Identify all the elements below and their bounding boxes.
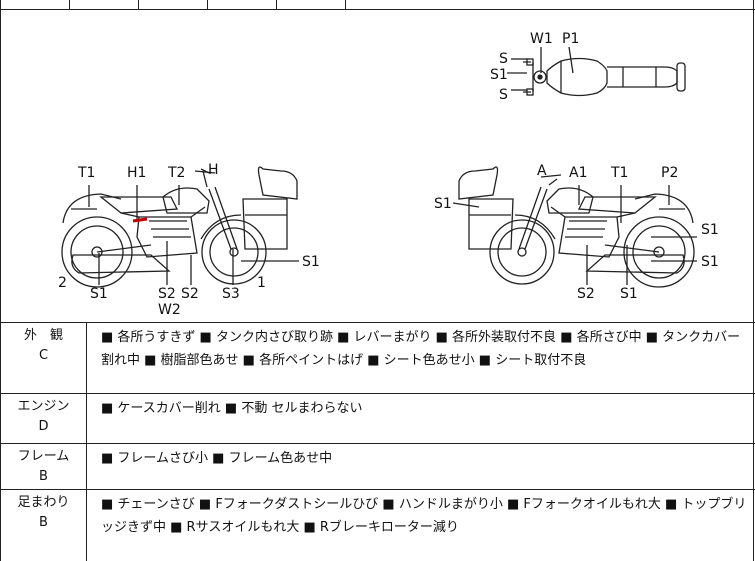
motorcycle-diagram: W1 P1 S S1 S T1 H1 T2 H 2 S1 S2 S2 S3 1 … xyxy=(1,9,755,322)
section-category: エンジン D xyxy=(1,394,87,443)
label-left-2: 2 xyxy=(58,275,67,291)
section-name: 足まわり xyxy=(17,495,70,510)
section-notes: ■ 各所うすきず ■ タンク内さび取り跡 ■ レバーまがり ■ 各所外装取付不良… xyxy=(101,330,741,368)
section-row-frame: フレーム B ■ フレームさび小 ■ フレーム色あせ中 xyxy=(1,443,755,489)
label-left-s3: S3 xyxy=(222,286,240,302)
section-row-suspension: 足まわり B ■ チェーンさび ■ Fフォークダストシールひび ■ ハンドルまが… xyxy=(1,489,755,561)
label-left-s2-a: S2 xyxy=(158,286,176,302)
label-right-s1-bottom: S1 xyxy=(620,286,638,302)
label-top-s-upper: S xyxy=(499,51,508,67)
section-grade: B xyxy=(39,469,48,484)
label-right-s1-upper: S1 xyxy=(701,222,719,238)
label-right-s1-left: S1 xyxy=(434,196,452,212)
section-notes: ■ フレームさび小 ■ フレーム色あせ中 xyxy=(101,451,333,466)
label-left-h: H xyxy=(208,162,219,178)
label-right-t1: T1 xyxy=(610,165,628,181)
section-category: 外 観 C xyxy=(1,323,87,393)
label-right-a1: A1 xyxy=(569,165,587,181)
label-left-t2: T2 xyxy=(167,165,185,181)
section-grade: B xyxy=(39,515,48,530)
section-notes: ■ チェーンさび ■ Fフォークダストシールひび ■ ハンドルまがり小 ■ Fフ… xyxy=(101,497,747,535)
right-side-bike xyxy=(458,166,695,288)
label-left-t1: T1 xyxy=(77,165,95,181)
section-row-exterior: 外 観 C ■ 各所うすきず ■ タンク内さび取り跡 ■ レバーまがり ■ 各所… xyxy=(1,322,755,393)
label-top-s-lower: S xyxy=(499,87,508,103)
top-view-bike xyxy=(523,57,686,97)
left-side-bike xyxy=(61,166,298,288)
section-grade: D xyxy=(38,419,49,434)
section-category: フレーム B xyxy=(1,444,87,489)
section-name: 外 観 xyxy=(23,328,63,343)
label-left-s1-bottom: S1 xyxy=(90,286,108,302)
label-left-w2: W2 xyxy=(158,302,181,318)
section-category: 足まわり B xyxy=(1,490,87,561)
label-left-h1: H1 xyxy=(127,165,146,181)
motorcycle-diagram-svg: W1 P1 S S1 S T1 H1 T2 H 2 S1 S2 S2 S3 1 … xyxy=(58,31,719,318)
section-notes: ■ ケースカバー削れ ■ 不動 セルまわらない xyxy=(101,401,363,416)
label-top-w1: W1 xyxy=(530,31,553,47)
table-header-strip xyxy=(1,0,755,10)
label-left-s2-b: S2 xyxy=(181,286,199,302)
label-right-s1-lower: S1 xyxy=(701,254,719,270)
section-grade: C xyxy=(38,348,49,363)
label-right-s2: S2 xyxy=(577,286,595,302)
section-row-engine: エンジン D ■ ケースカバー削れ ■ 不動 セルまわらない xyxy=(1,393,755,443)
label-top-p1: P1 xyxy=(562,31,579,47)
section-name: フレーム xyxy=(17,449,70,464)
label-top-s1: S1 xyxy=(490,67,508,83)
label-right-p2: P2 xyxy=(661,165,678,181)
label-right-a: A xyxy=(537,163,547,179)
section-name: エンジン xyxy=(17,399,70,414)
label-left-1: 1 xyxy=(257,275,266,291)
label-left-s1-right: S1 xyxy=(302,254,320,270)
